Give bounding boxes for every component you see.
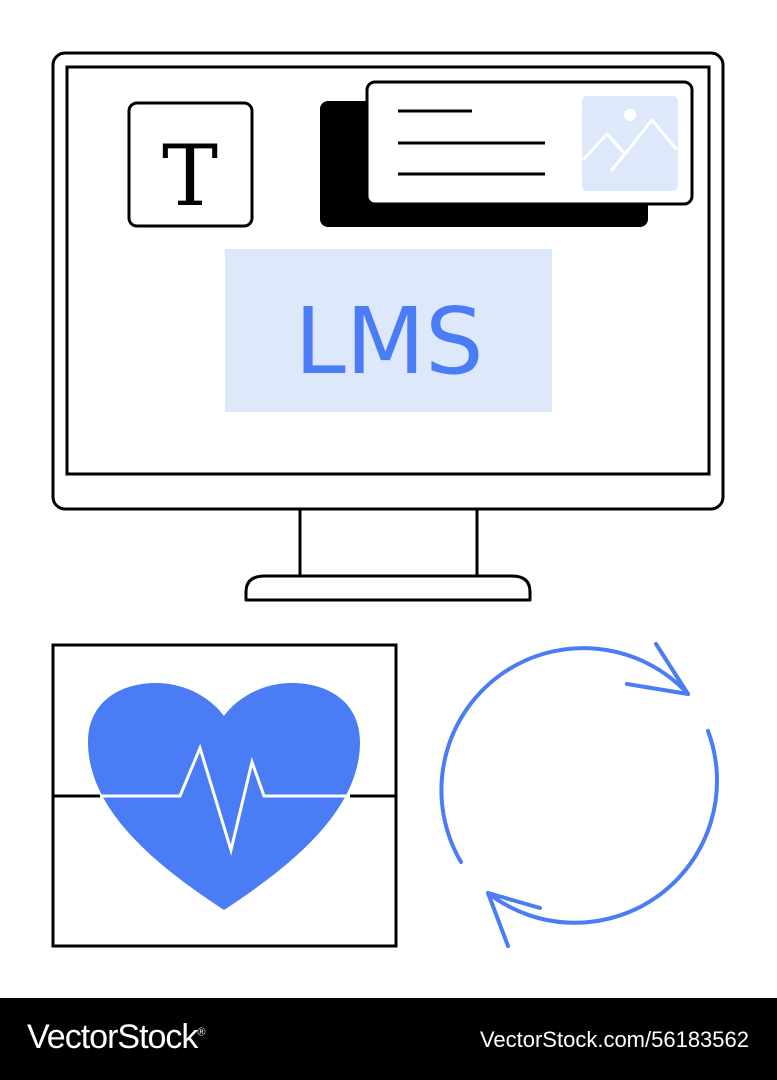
heart-pulse-icon bbox=[88, 683, 360, 910]
monitor-stand-base bbox=[244, 574, 532, 602]
text-tool-letter: T bbox=[162, 127, 218, 225]
refresh-cycle-icon bbox=[439, 642, 719, 948]
text-tool-icon: T bbox=[127, 101, 254, 228]
refresh-arrowhead-top bbox=[625, 642, 690, 696]
brand-logo: VectorStock® bbox=[27, 1018, 206, 1057]
refresh-arrowhead-bottom bbox=[486, 891, 542, 948]
brand-mark: ® bbox=[197, 1026, 205, 1039]
lms-title: LMS bbox=[294, 288, 483, 395]
lms-label: LMS bbox=[225, 249, 552, 412]
image-card-icon bbox=[320, 80, 694, 227]
heartbeat-line bbox=[100, 743, 350, 856]
footer-bar: VectorStock® VectorStock.com/56183562 bbox=[0, 998, 777, 1080]
refresh-arc-top bbox=[439, 646, 690, 864]
heart-pulse-panel bbox=[51, 643, 398, 948]
lms-label-background bbox=[225, 249, 552, 412]
image-id: VectorStock.com/56183562 bbox=[479, 1027, 749, 1052]
brand-name: VectorStock bbox=[27, 1018, 198, 1056]
image-placeholder-icon bbox=[581, 96, 679, 191]
refresh-arc-bottom bbox=[486, 729, 719, 925]
lms-illustration: T LMS bbox=[51, 51, 725, 948]
